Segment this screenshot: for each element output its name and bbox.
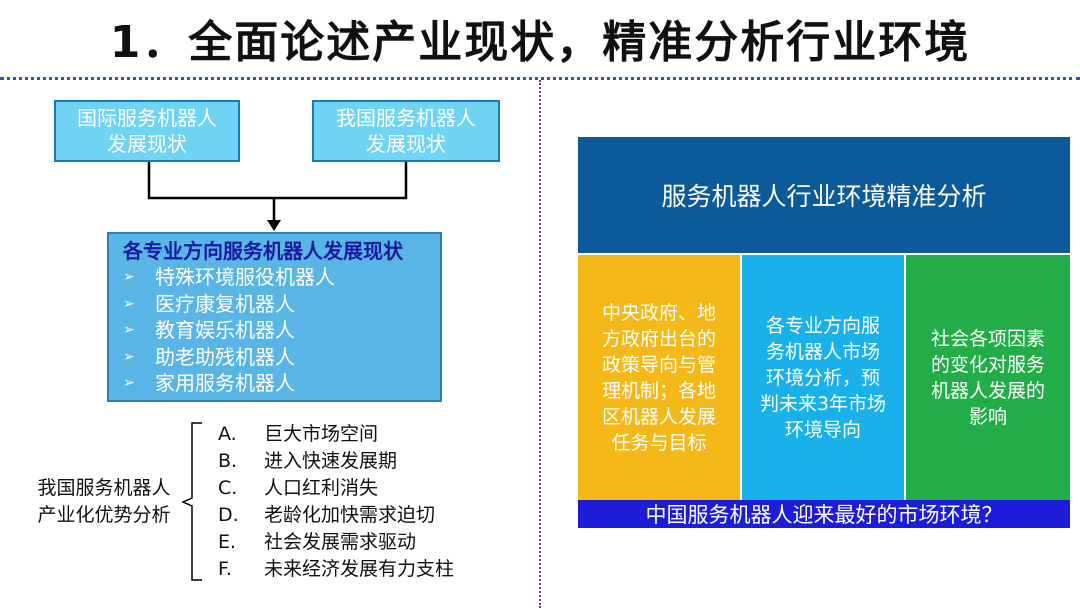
env-analysis-header: 服务机器人行业环境精准分析	[578, 137, 1070, 253]
market-line: 务机器人市场	[765, 341, 880, 363]
advantage-text: 未来经济发展有力支柱	[264, 558, 455, 580]
advantage-item: C. 人口红利消失	[218, 475, 454, 502]
policy-line: 中央政府、地	[601, 302, 716, 324]
arrow-bullet-icon: ➢	[123, 295, 135, 312]
list-item-label: 家用服务机器人	[155, 371, 295, 395]
advantage-letter: E.	[218, 531, 237, 553]
arrow-bullet-icon: ➢	[123, 322, 135, 338]
list-item-label: 教育娱乐机器人	[155, 318, 295, 342]
intl-box-line-2: 发展现状	[107, 132, 187, 156]
cn-box-line-1: 我国服务机器人	[336, 106, 476, 130]
policy-line: 区机器人发展	[601, 406, 716, 428]
advantage-letter: D.	[218, 504, 239, 526]
list-item: ➢ 医疗康复机器人	[123, 291, 440, 318]
cn-status-box: 我国服务机器人 发展现状	[312, 100, 500, 162]
specialty-list: ➢ 特殊环境服役机器人 ➢ 医疗康复机器人 ➢ 教育娱乐机器人 ➢ 助老助残机器人 ➢ 家…	[123, 264, 440, 397]
market-outlook-bar: 中国服务机器人迎来最好的市场环境？	[578, 500, 1070, 528]
market-line: 各专业方向服	[765, 315, 880, 337]
list-item-label: 助老助残机器人	[155, 344, 295, 369]
brace-icon	[181, 422, 202, 581]
intl-status-box: 国际服务机器人 发展现状	[54, 100, 240, 162]
advantage-text: 老龄化加快需求迫切	[264, 504, 436, 526]
policy-line: 政策导向与管	[601, 354, 716, 376]
social-line: 的变化对服务	[930, 354, 1045, 376]
advantage-text: 巨大市场空间	[264, 423, 379, 445]
cn-box-line-2: 发展现状	[366, 132, 446, 156]
policy-column: 中央政府、地 方政府出台的 政策导向与管 理机制；各地 区机器人发展 任务与目标	[578, 255, 740, 501]
arrowhead-icon	[267, 220, 281, 231]
list-item-label: 特殊环境服役机器人	[155, 265, 335, 289]
advantage-letter: A.	[218, 423, 237, 445]
title-divider	[0, 77, 1080, 80]
policy-line: 任务与目标	[611, 432, 707, 454]
advantage-list: A.巨大市场空间 B.进入快速发展期 C.人口红利消失 D.老龄化加快需求迫切 …	[218, 421, 454, 583]
advantage-text: 人口红利消失	[264, 477, 379, 499]
social-factors-column: 社会各项因素 的变化对服务 机器人发展的 影响	[906, 255, 1070, 501]
list-item: ➢ 助老助残机器人	[123, 344, 440, 371]
advantage-text: 进入快速发展期	[264, 450, 398, 472]
arrow-bullet-icon: ➢	[123, 375, 135, 391]
market-line: 判未来3年市场	[759, 393, 887, 415]
policy-line: 方政府出台的	[601, 328, 716, 350]
advantage-label-line-2: 产业化优势分析	[37, 504, 171, 526]
market-env-column: 各专业方向服 务机器人市场 环境分析，预 判未来3年市场 环境导向	[742, 255, 904, 501]
list-item: ➢ 特殊环境服役机器人	[123, 264, 440, 291]
social-line: 社会各项因素	[930, 328, 1045, 350]
advantage-item: D. 老龄化加快需求迫切	[218, 502, 454, 529]
list-item: ➢ 家用服务机器人	[123, 370, 440, 397]
vertical-divider	[539, 80, 541, 608]
advantage-text: 社会发展需求驱动	[264, 531, 417, 553]
arrow-bullet-icon: ➢	[123, 269, 135, 285]
connector-from-cn	[274, 162, 408, 200]
specialty-box-title: 各专业方向服务机器人发展现状	[123, 239, 403, 263]
list-item: ➢ 教育娱乐机器人	[123, 317, 440, 344]
advantage-letter: F.	[218, 558, 232, 580]
advantage-letter: C.	[218, 477, 238, 499]
market-line: 环境分析，预	[765, 367, 880, 389]
advantage-letter: B.	[218, 450, 238, 472]
social-line: 影响	[968, 406, 1007, 428]
advantage-analysis-label: 我国服务机器人 产业化优势分析	[16, 475, 192, 529]
specialty-status-box: 各专业方向服务机器人发展现状 ➢ 特殊环境服役机器人 ➢ 医疗康复机器人 ➢ 教育娱乐…	[107, 232, 442, 402]
advantage-item: A. 巨大市场空间	[218, 421, 454, 448]
advantage-label-line-1: 我国服务机器人	[37, 477, 171, 499]
page-title: 1．全面论述产业现状，精准分析行业环境	[109, 17, 971, 68]
advantage-item: E. 社会发展需求驱动	[218, 529, 454, 556]
list-item-label: 医疗康复机器人	[155, 291, 295, 316]
market-line: 环境导向	[784, 419, 861, 441]
advantage-item: F. 未来经济发展有力支柱	[218, 556, 454, 583]
connector-from-intl	[147, 162, 274, 200]
social-line: 机器人发展的	[930, 380, 1045, 402]
intl-box-line-1: 国际服务机器人	[77, 106, 217, 130]
arrow-bullet-icon: ➢	[123, 348, 135, 365]
advantage-item: B. 进入快速发展期	[218, 448, 454, 475]
policy-line: 理机制；各地	[601, 380, 716, 402]
